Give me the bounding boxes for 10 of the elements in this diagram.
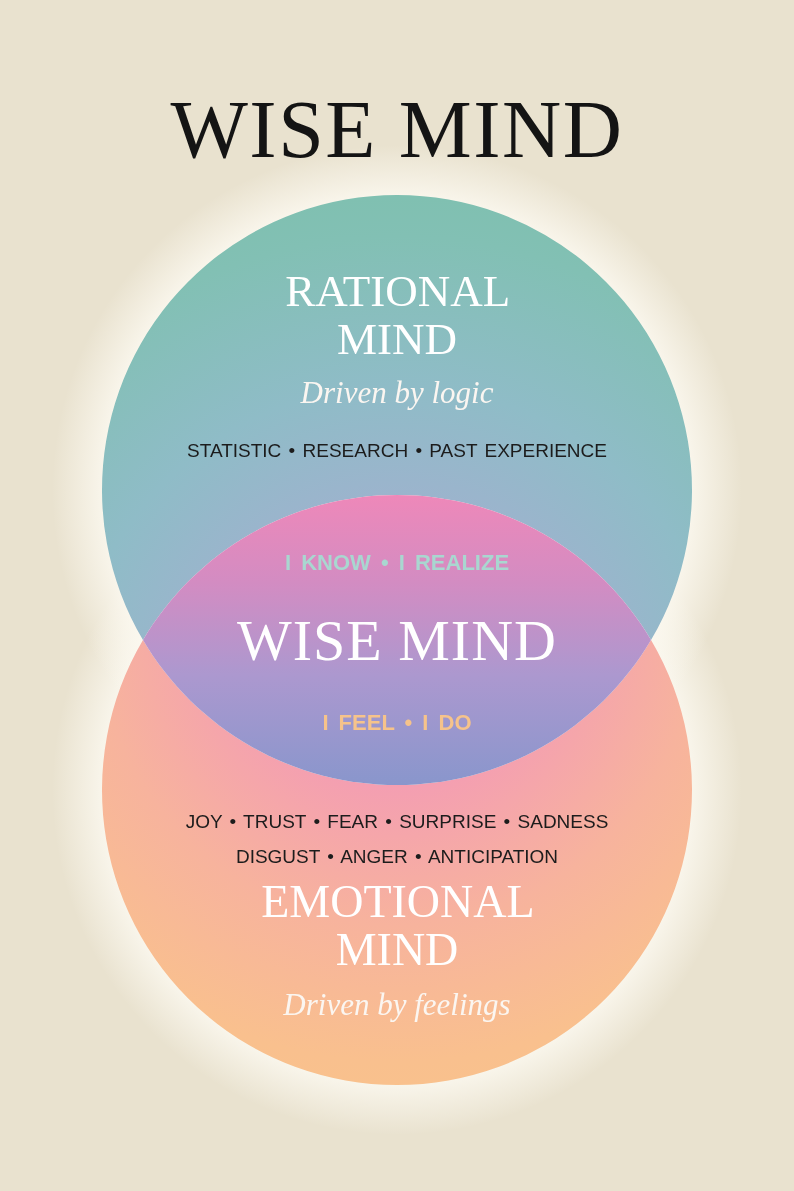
tagline: Driven by logic (300, 375, 494, 411)
heading: EMOTIONAL MIND (261, 878, 533, 974)
tagline: Driven by feelings (283, 987, 511, 1023)
page-title: WISE MIND (170, 89, 624, 171)
keyword-list: JOY • TRUST • FEAR • SURPRISE • SADNESS DISGUST • ANGER • ANTICIPATION (172, 804, 622, 874)
keyword-list: I KNOW • I REALIZE (284, 549, 510, 577)
heading: RATIONAL MIND (285, 267, 509, 363)
keyword-list: STATISTIC • RESEARCH • PAST EXPERIENCE (187, 440, 607, 462)
heading: WISE MIND (237, 611, 557, 671)
keyword-list: I FEEL • I DO (322, 709, 472, 737)
